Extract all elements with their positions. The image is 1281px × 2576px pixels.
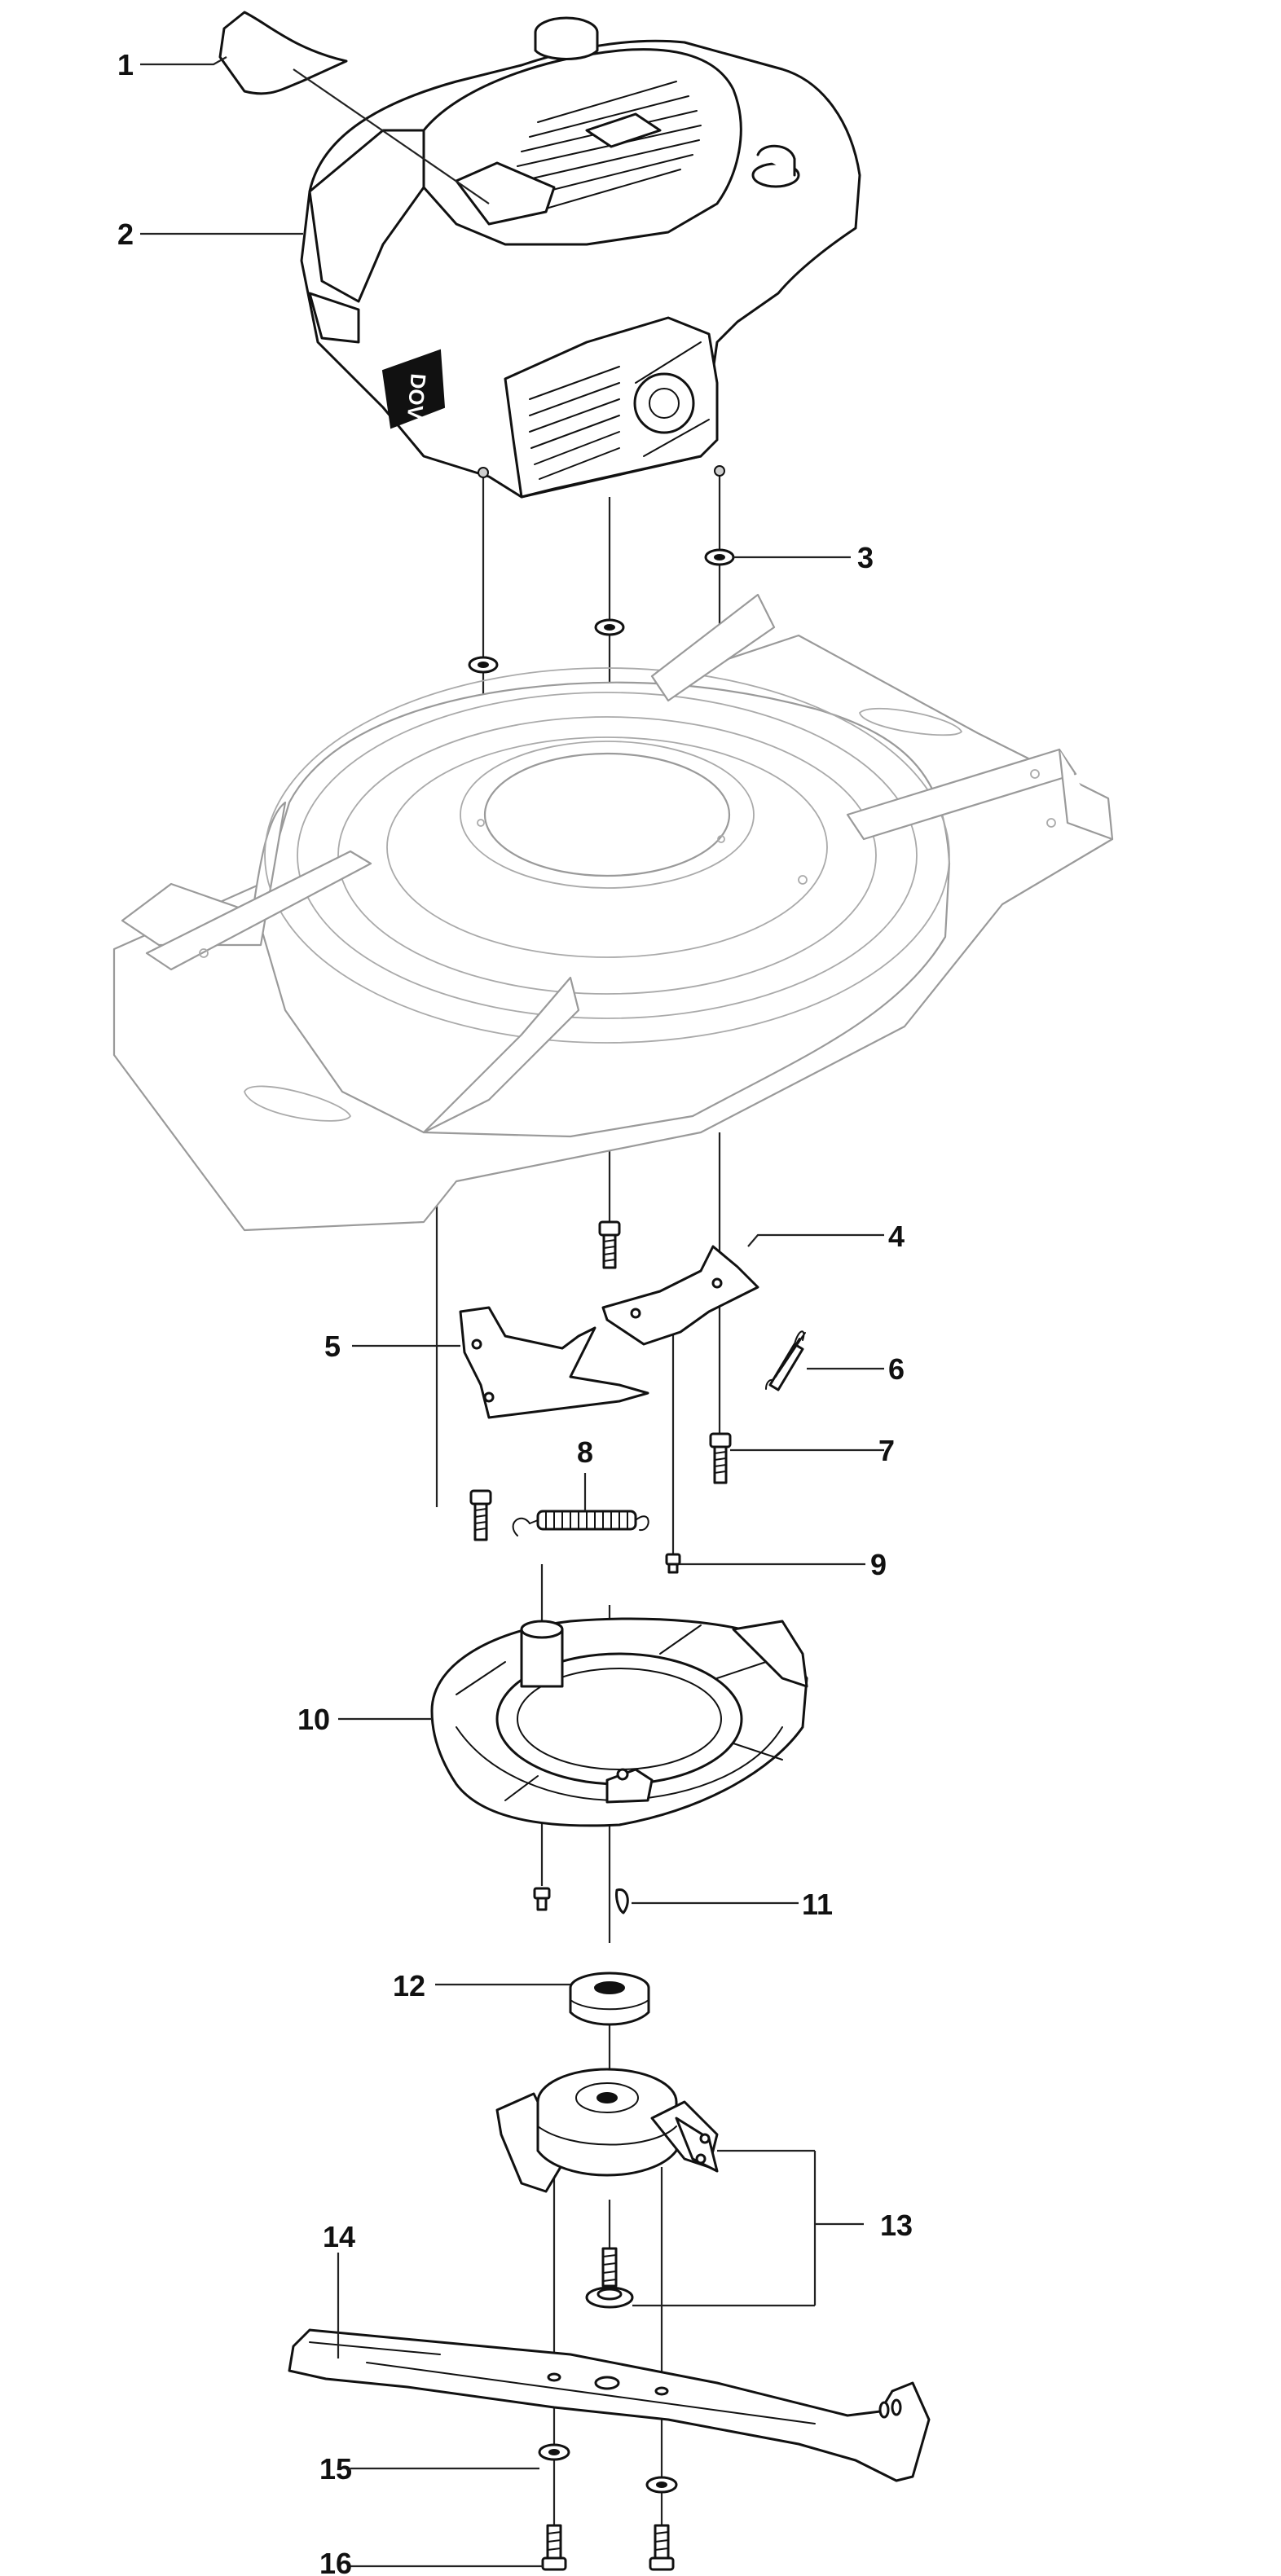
callout-15: 15 [319, 2452, 352, 2486]
callout-16: 16 [319, 2547, 352, 2576]
callout-10: 10 [297, 1703, 330, 1736]
brake-clutch-13 [495, 2068, 719, 2193]
callout-1: 1 [117, 48, 134, 81]
callout-7: 7 [878, 1434, 895, 1467]
callout-8: 8 [577, 1435, 593, 1469]
oil-cap-icon [751, 144, 800, 188]
callout-3: 3 [857, 541, 874, 574]
fan-housing-10 [430, 1617, 808, 1827]
callout-14: 14 [323, 2220, 355, 2253]
bracket-5 [459, 1306, 649, 1419]
screw-under-housing [533, 1887, 551, 1911]
spring-8 [512, 1510, 649, 1536]
muffler-guard [504, 316, 719, 499]
bolt-left [469, 1489, 492, 1541]
callout-2: 2 [117, 218, 134, 251]
washer-3b [594, 618, 625, 636]
callout-5: 5 [324, 1330, 341, 1363]
bolt-13 [585, 2247, 634, 2309]
bracket-4 [601, 1245, 759, 1346]
callout-11: 11 [802, 1888, 833, 1921]
washer-15b [645, 2476, 678, 2494]
spring-6 [765, 1330, 806, 1391]
screw-9 [665, 1553, 681, 1574]
bolt-16a [541, 2524, 567, 2571]
callout-labels: 1 2 3 4 5 6 7 8 9 10 11 12 13 14 15 16 [117, 48, 913, 2576]
leader-lines [140, 56, 884, 2568]
washer-15a [538, 2443, 570, 2461]
fuel-cap-icon [534, 16, 599, 60]
dov-badge: DOV [381, 349, 446, 429]
engine: DOV [300, 16, 861, 499]
dov-badge-text: DOV [403, 372, 431, 420]
decal-label [218, 11, 348, 95]
bolt-7 [709, 1432, 732, 1484]
blade-14 [288, 2328, 931, 2482]
bolt-top-center [598, 1220, 621, 1269]
callout-9: 9 [870, 1548, 887, 1581]
washer-3a [704, 548, 735, 566]
key-11 [615, 1888, 629, 1914]
hub-12 [569, 1972, 650, 2026]
engine-air-grill [517, 81, 702, 209]
callout-4: 4 [888, 1220, 905, 1253]
bolt-16b [649, 2524, 675, 2571]
callout-12: 12 [393, 1969, 425, 2002]
callout-13: 13 [880, 2209, 913, 2242]
washer-3c [468, 656, 499, 674]
mower-deck [112, 593, 1114, 1232]
callout-6: 6 [888, 1352, 905, 1386]
